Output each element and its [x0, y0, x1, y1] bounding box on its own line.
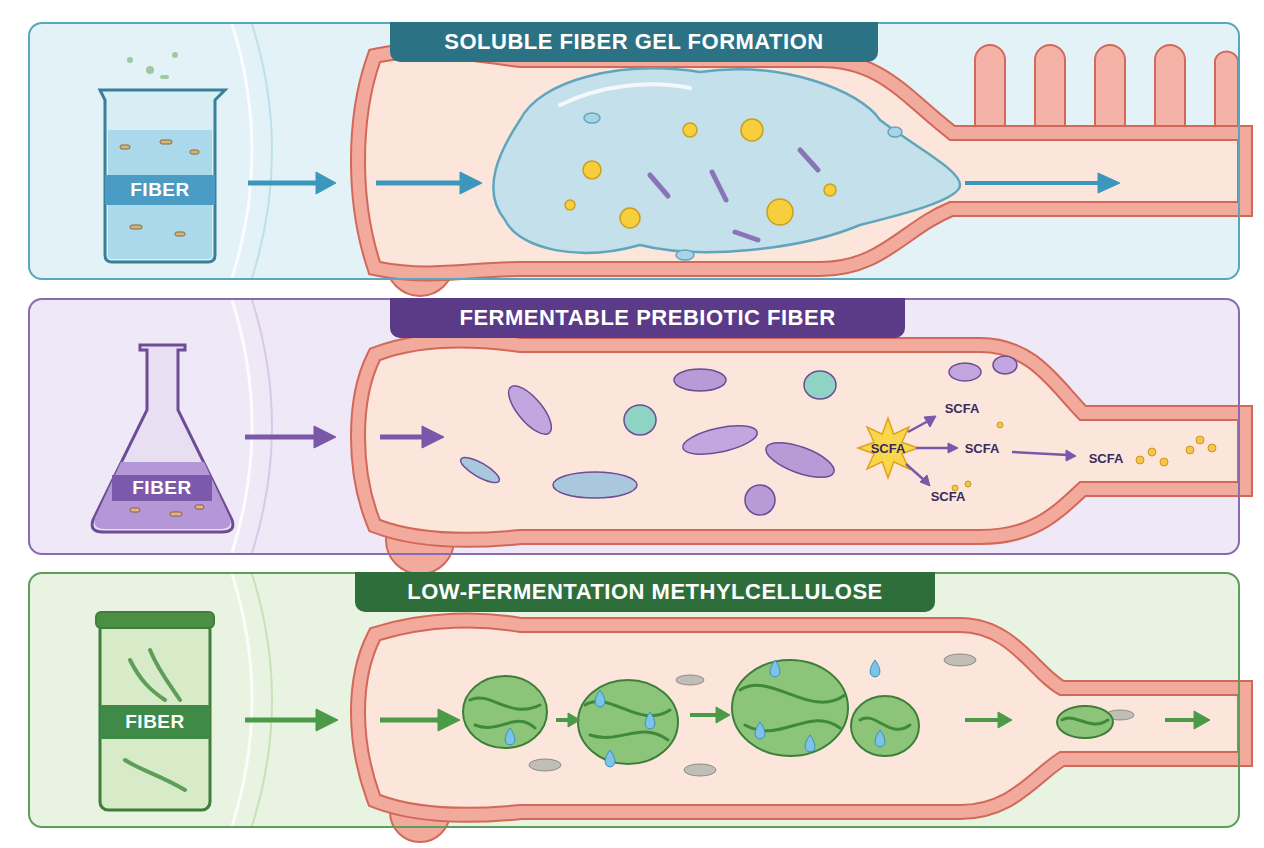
container-label: FIBER [100, 705, 210, 739]
panel-title: LOW-FERMENTATION METHYLCELLULOSE [355, 572, 935, 612]
scfa-label: SCFA [871, 441, 906, 456]
decor-arc [252, 300, 272, 553]
decor-arc [252, 574, 272, 826]
gut-wall [365, 58, 1238, 267]
fiber-clumps [463, 660, 1113, 764]
water-drops [505, 660, 885, 767]
intestine [365, 627, 1238, 842]
scfa-label: SCFA [1089, 451, 1124, 466]
panel-title: FERMENTABLE PREBIOTIC FIBER [390, 298, 905, 338]
panel-band: LOW-FERMENTATION METHYLCELLULOSE FIBER [28, 572, 1240, 828]
gel-blob [493, 69, 960, 253]
scfa-burst [858, 418, 918, 478]
scfa-label: SCFA [931, 489, 966, 504]
gut-wall [365, 58, 1238, 267]
gut-lumen [365, 58, 1238, 267]
panel-band: SOLUBLE FIBER GEL FORMATION FIBER [28, 22, 1240, 280]
gel-highlight [560, 84, 690, 105]
panel-band: FERMENTABLE PREBIOTIC FIBER FIBER [28, 298, 1240, 555]
container-label-band: FIBER [105, 175, 215, 205]
beaker [100, 52, 225, 262]
panel-background [28, 572, 1240, 828]
decor-arc [232, 574, 252, 826]
canister [96, 612, 214, 810]
flow-arrows [245, 707, 1210, 731]
container-label: FIBER [105, 175, 215, 205]
bubbles [584, 113, 902, 260]
scfa-label: SCFA [965, 441, 1000, 456]
gut-bacteria [457, 356, 1017, 515]
bacteria-rods [529, 654, 1134, 776]
panel-background [28, 22, 1240, 280]
container-label-band: FIBER [112, 475, 212, 501]
decor-arc [232, 24, 252, 278]
panel-title: SOLUBLE FIBER GEL FORMATION [390, 22, 878, 62]
intestine [365, 45, 1238, 296]
flow-arrows [248, 172, 1120, 194]
container-label-band: FIBER [100, 705, 210, 739]
scfa-molecules [952, 422, 1216, 491]
decor-arc [232, 300, 252, 553]
container-label: FIBER [112, 475, 212, 501]
decor-arc [252, 24, 272, 278]
flask [92, 345, 233, 532]
scfa-label: SCFA [945, 401, 980, 416]
intestine [365, 347, 1238, 574]
panel-background [28, 298, 1240, 555]
bacteria-rods [650, 150, 818, 240]
flow-arrows [245, 416, 1076, 486]
nutrient-particles [565, 119, 836, 228]
